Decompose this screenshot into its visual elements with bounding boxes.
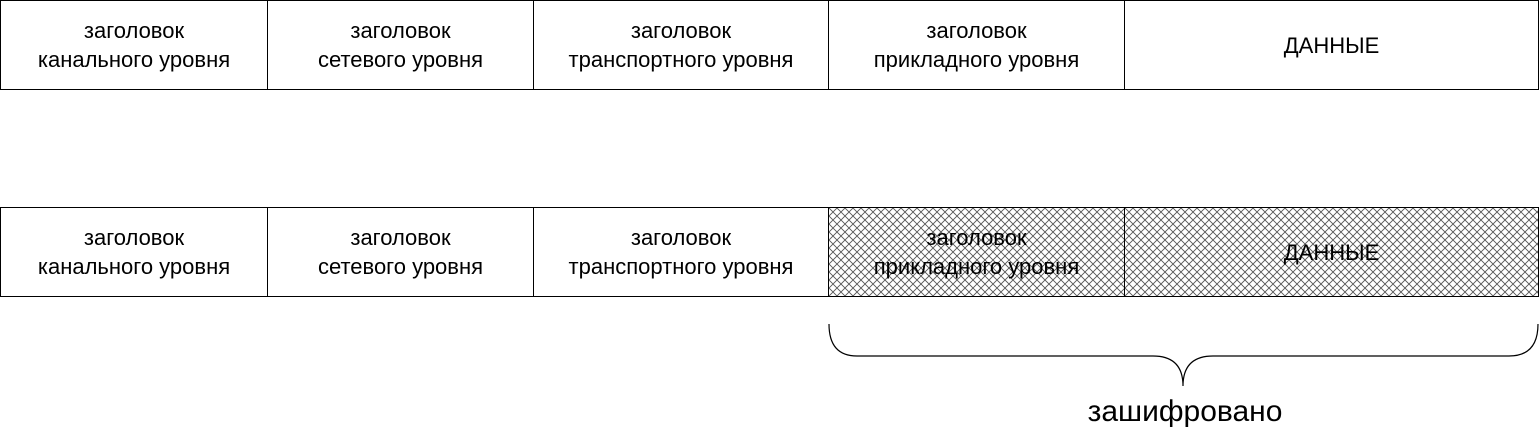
cell-line2: прикладного уровня — [873, 254, 1080, 279]
cell-line1: заголовок — [83, 225, 185, 250]
cell-line2: транспортного уровня — [568, 254, 794, 279]
crosshatch-fill — [1125, 208, 1538, 296]
cell-line1: ДАННЫЕ — [1283, 32, 1380, 58]
transport-layer-header-cell: заголовок транспортного уровня — [533, 0, 828, 90]
link-layer-header-cell: заголовок канального уровня — [0, 0, 267, 90]
encrypted-application-layer-header-cell: заголовок прикладного уровня — [828, 207, 1124, 297]
cell-line1: заголовок — [630, 18, 732, 43]
data-cell: ДАННЫЕ — [1124, 0, 1539, 90]
cell-line2: сетевого уровня — [317, 254, 484, 279]
application-layer-header-cell: заголовок прикладного уровня — [828, 0, 1124, 90]
cell-line2: транспортного уровня — [568, 47, 794, 72]
encrypted-label: зашифровано — [1087, 395, 1283, 428]
crosshatch-fill — [829, 208, 1124, 296]
cell-line1: ДАННЫЕ — [1283, 239, 1380, 265]
cell-line2: канального уровня — [37, 47, 231, 72]
packet-row-encrypted: заголовок канального уровня заголовок се… — [0, 207, 1539, 297]
network-layer-header-cell: заголовок сетевого уровня — [267, 0, 533, 90]
curly-brace-icon — [828, 323, 1539, 387]
encrypted-data-cell: ДАННЫЕ — [1124, 207, 1539, 297]
cell-line1: заголовок — [83, 18, 185, 43]
cell-line1: заголовок — [926, 18, 1027, 43]
network-layer-header-cell: заголовок сетевого уровня — [267, 207, 533, 297]
packet-row-plain: заголовок канального уровня заголовок се… — [0, 0, 1539, 90]
cell-line1: заголовок — [630, 225, 732, 250]
cell-line2: прикладного уровня — [873, 47, 1080, 72]
transport-layer-header-cell: заголовок транспортного уровня — [533, 207, 828, 297]
link-layer-header-cell: заголовок канального уровня — [0, 207, 267, 297]
cell-line1: заголовок — [926, 225, 1027, 250]
cell-line1: заголовок — [350, 225, 451, 250]
cell-line1: заголовок — [350, 18, 451, 43]
cell-line2: сетевого уровня — [317, 47, 484, 72]
cell-line2: канального уровня — [37, 254, 231, 279]
